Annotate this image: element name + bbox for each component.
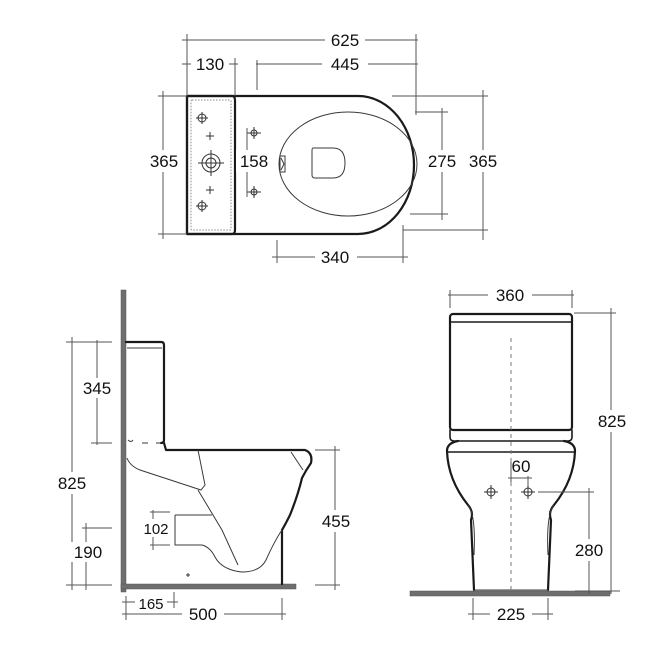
- dim-label: 825: [598, 412, 626, 431]
- wall: [120, 289, 127, 593]
- dim-label: 340: [321, 248, 349, 267]
- dim-label: 280: [575, 541, 603, 560]
- dim-seat-width: 275: [410, 108, 462, 220]
- front-fixing-icon: [521, 485, 535, 499]
- dim-fixing-height: 280: [538, 488, 609, 594]
- dim-label: 102: [143, 521, 168, 538]
- dim-cistern-width: 360: [448, 285, 574, 308]
- dim-overall-length: 625: [182, 30, 418, 115]
- dim-label: 625: [331, 31, 359, 50]
- dim-seat-height: 455: [315, 446, 356, 590]
- dim-width-left: 365: [144, 91, 187, 239]
- dim-label: 158: [240, 152, 268, 171]
- dim-outlet-from-wall: 165: [122, 592, 178, 613]
- dim-width-right: 365: [392, 90, 503, 240]
- side-pan: [162, 441, 313, 586]
- cistern-fixing-icon: [196, 112, 208, 124]
- cistern-fixing-icon: [196, 200, 208, 212]
- dim-overall-height-side: 825: [52, 337, 112, 590]
- dim-pan-length: 445: [256, 54, 418, 90]
- dim-label: 130: [196, 55, 224, 74]
- dim-base-width: 225: [468, 598, 553, 624]
- dim-cistern-depth: 130: [182, 54, 238, 96]
- dim-label: 455: [322, 512, 350, 531]
- dim-label: 190: [74, 543, 102, 562]
- dim-label: 165: [138, 596, 163, 613]
- toilet-seat: [278, 111, 418, 217]
- cistern-inlet-icon: [198, 150, 224, 176]
- dim-fixing-spacing: 60: [508, 457, 532, 486]
- dim-label: 500: [189, 605, 217, 624]
- plan-cistern-inner: [190, 99, 232, 231]
- dim-cistern-height: 345: [78, 340, 118, 445]
- dim-label: 345: [83, 379, 111, 398]
- bowl-opening: [311, 147, 346, 179]
- dim-outlet-height: 190: [68, 523, 112, 590]
- front-view: 360 825 60 280 225: [409, 285, 632, 624]
- pan-fixing-icon: [247, 127, 261, 139]
- side-cistern: [124, 340, 166, 445]
- floor: [120, 583, 297, 590]
- floor: [409, 590, 611, 597]
- dim-overall-height-front: 825: [574, 308, 632, 594]
- front-fixing-icon: [484, 485, 498, 499]
- pan-fixing-icon: [247, 186, 261, 198]
- dim-label: 445: [331, 55, 359, 74]
- dim-label: 365: [469, 152, 497, 171]
- dim-label: 365: [150, 152, 178, 171]
- plan-view: 625 130 445 365 158: [144, 30, 503, 267]
- cistern-fixing-icon: [206, 186, 214, 194]
- plan-cistern: [185, 94, 237, 236]
- cistern-fixing-icon: [206, 132, 214, 140]
- seat-hinge: [279, 155, 286, 173]
- plan-outline: [185, 94, 416, 236]
- dim-label: 360: [496, 286, 524, 305]
- dim-fixing-centres: 158: [236, 150, 272, 172]
- dim-overall-projection: 500: [122, 598, 286, 624]
- dim-label: 60: [512, 457, 531, 476]
- dim-label: 225: [497, 605, 525, 624]
- side-view: 345 825 190 102 455: [52, 289, 356, 624]
- dim-label: 275: [428, 152, 456, 171]
- dim-outlet-diameter: 102: [140, 510, 172, 550]
- dim-front-length: 340: [272, 225, 408, 267]
- dim-label: 825: [58, 474, 86, 493]
